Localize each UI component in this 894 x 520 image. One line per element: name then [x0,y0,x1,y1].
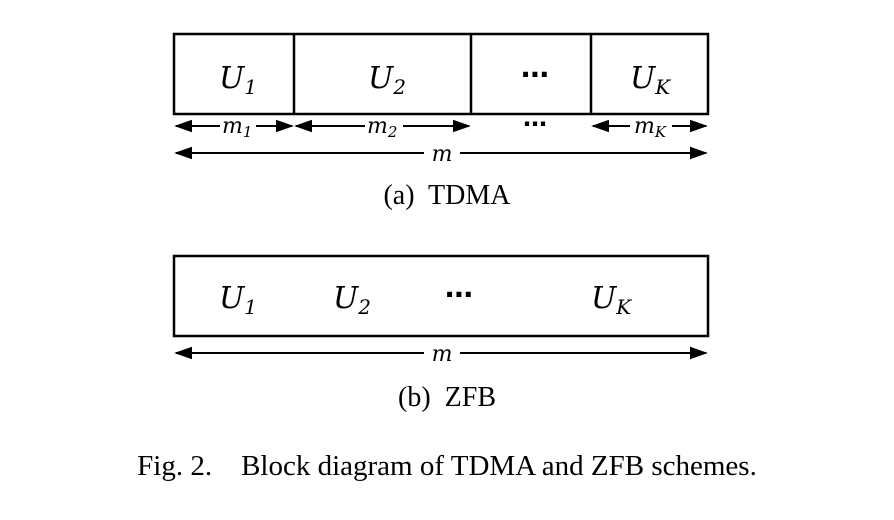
tdma-seg-label-ellipsis: ⋯ [523,110,547,138]
tdma-block-label-u1: U1 [219,61,257,99]
tdma-block-label-ellipsis: ⋯ [521,58,549,91]
tdma-frame: U1 U2 ⋯ UK m1 m2 ⋯ mK m [172,32,710,167]
tdma-block-label-uk: UK [630,61,671,99]
zfb-total-label: m [432,342,453,367]
tdma-seg-label-m1: m1 [222,114,252,141]
zfb-label-u2: U2 [333,281,371,319]
zfb-label-uk: UK [591,281,632,319]
tdma-block-label-u2: U2 [368,61,406,99]
figure-caption: Fig. 2. Block diagram of TDMA and ZFB sc… [137,450,757,482]
zfb-frame-outline [172,254,710,338]
tdma-subcaption: (a) TDMA [383,180,511,211]
tdma-seg-label-mk: mK [634,114,667,141]
tdma-frame-outline [172,32,710,116]
zfb-frame: U1 U2 ⋯ UK m [172,254,710,367]
zfb-subcaption: (b) ZFB [398,382,496,413]
zfb-label-u1: U1 [219,281,257,319]
tdma-seg-label-m2: m2 [367,114,397,141]
tdma-total-label: m [432,142,453,167]
zfb-label-ellipsis: ⋯ [445,278,473,311]
